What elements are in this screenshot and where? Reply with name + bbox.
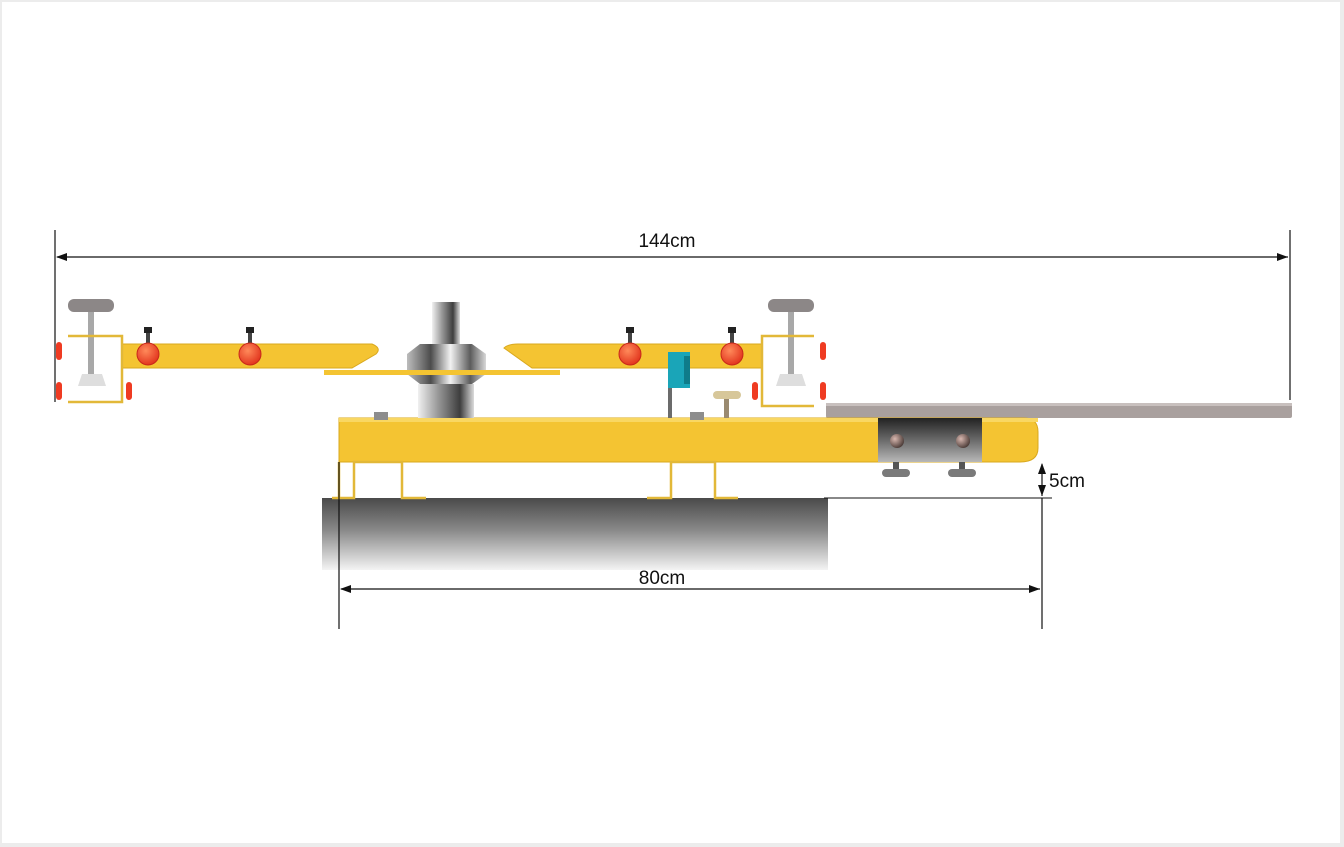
tension-knob [720,327,744,366]
base-stop-block [374,412,388,420]
clamp-handle-right [768,299,814,312]
clamp-stop-red [820,342,826,360]
off-contact-screw [713,391,741,399]
tension-knob [618,327,642,366]
clamp-bolt [956,434,970,448]
overall-width-dimension: 144cm [54,230,1291,402]
tension-knob [136,327,160,366]
clamp-bolt [890,434,904,448]
clamp-screw-knob [882,469,910,477]
base-width-dimension: 80cm [338,462,1043,629]
register-rod [668,364,672,418]
screen-clamp-left [56,299,132,404]
clamp-stop-red [752,382,758,400]
base-width-label: 80cm [639,568,685,589]
clearance-label: 5cm [1049,471,1085,492]
rotation-hub [407,344,486,384]
clamp-stop-red [56,382,62,400]
mounting-bracket-left [332,460,426,500]
clamp-stop-red [56,342,62,360]
clamp-screw-knob [948,469,976,477]
screen-clamp-right [752,299,826,408]
arm-crossbar [324,370,560,375]
hub-base [418,384,474,418]
center-post [432,302,460,352]
tension-knob [238,327,262,366]
platen-arm [826,403,1292,418]
support-table [322,498,828,570]
clearance-dimension: 5cm [824,463,1085,499]
clamp-stop-red [126,382,132,400]
arm-knobs [136,327,744,366]
overall-width-label: 144cm [638,231,695,252]
clamp-handle-left [68,299,114,312]
clamp-stop-red [820,382,826,400]
mounting-bracket-right [647,460,738,500]
base-stop-block [690,412,704,420]
